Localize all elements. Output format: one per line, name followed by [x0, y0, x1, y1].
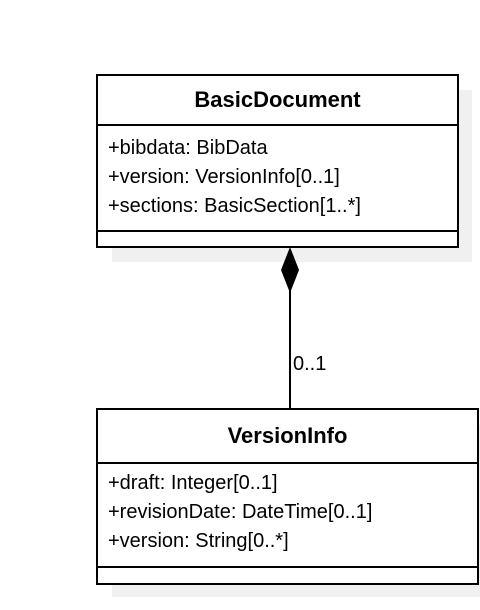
- attribute-version: +version: String[0..*]: [108, 530, 289, 552]
- class-version-info[interactable]: VersionInfo +draft: Integer[0..1] +revis…: [96, 408, 479, 585]
- class-basic-document[interactable]: BasicDocument +bibdata: BibData +version…: [96, 74, 459, 248]
- operation-compartment: [98, 568, 477, 584]
- multiplicity-label: 0..1: [293, 353, 327, 375]
- operation-compartment: [98, 232, 457, 248]
- attribute-draft: +draft: Integer[0..1]: [108, 472, 278, 494]
- attribute-compartment: +draft: Integer[0..1] +revisionDate: Dat…: [98, 464, 477, 568]
- class-name: VersionInfo: [98, 410, 477, 464]
- attribute-compartment: +bibdata: BibData +version: VersionInfo[…: [98, 126, 457, 232]
- class-name: BasicDocument: [98, 76, 457, 126]
- attribute-version: +version: VersionInfo[0..1]: [108, 166, 340, 188]
- attribute-sections: +sections: BasicSection[1..*]: [108, 195, 361, 217]
- attribute-bibdata: +bibdata: BibData: [108, 137, 268, 159]
- composition-diamond-icon: [281, 247, 299, 293]
- attribute-revision-date: +revisionDate: DateTime[0..1]: [108, 501, 373, 523]
